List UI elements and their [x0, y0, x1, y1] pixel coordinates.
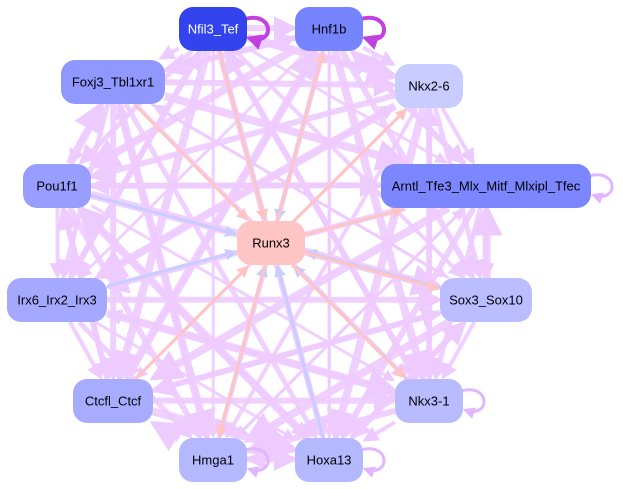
edge-sox3-sox10-to-nkx3-1: [441, 321, 477, 380]
edge-runx3-to-nkx3-1: [291, 263, 406, 379]
node-label: Nfil3_Tef: [188, 22, 239, 37]
edge-nkx2-6-to-pou1f1: [88, 92, 396, 184]
node-label: Ctcfl_Ctcf: [85, 394, 142, 409]
node-label: Sox3_Sox10: [449, 293, 523, 308]
self-loop-arntl-tfe3-mlx-mitf-mlxipl-tfec: [588, 173, 614, 204]
edge-foxj3-tbl1xr1-to-nkx2-6: [164, 72, 398, 97]
node-box: [395, 64, 463, 108]
edge-nkx3-1-to-nfil3-tef: [224, 48, 419, 381]
edge-nkx2-6-to-arntl-tfe3-mlx-mitf-mlxipl-tfec: [440, 107, 475, 165]
node-label: Hmga1: [192, 453, 234, 468]
node-box: [179, 7, 247, 51]
edge-hnf1b-to-nkx2-6: [362, 45, 396, 66]
node-nkx3-1[interactable]: Nkx3-1: [395, 379, 463, 423]
edge-nkx3-1-to-hoxa13: [362, 420, 397, 442]
edge-irx6-irx2-irx3-to-ctcfl-ctcf: [68, 321, 103, 380]
edge-nfil3-tef-to-runx3: [217, 50, 268, 222]
node-irx6-irx2-irx3[interactable]: Irx6_Irx2_Irx3: [7, 278, 107, 322]
node-pou1f1[interactable]: Pou1f1: [23, 164, 91, 208]
edge-nfil3-tef-to-sox3-sox10: [234, 49, 465, 279]
node-box: [440, 278, 532, 322]
edge-runx3-to-hmga1: [215, 264, 267, 439]
node-label: Hnf1b: [312, 22, 347, 37]
edge-sox3-sox10-to-foxj3-tbl1xr1: [152, 104, 450, 280]
edge-nkx3-1-to-irx6-irx2-irx3: [105, 309, 396, 394]
node-box: [295, 438, 363, 482]
self-loop-hmga1: [244, 447, 270, 478]
node-label: Nkx3-1: [408, 394, 449, 409]
node-label: Nkx2-6: [408, 79, 449, 94]
node-sox3-sox10[interactable]: Sox3_Sox10: [440, 278, 532, 322]
node-hoxa13[interactable]: Hoxa13: [295, 438, 363, 482]
node-label: Pou1f1: [36, 179, 77, 194]
edge-irx6-irx2-irx3-to-nkx2-6: [94, 105, 396, 280]
self-loop-hnf1b: [360, 15, 386, 50]
node-label: Runx3: [252, 236, 290, 251]
node-arntl-tfe3-mlx-mitf-mlxipl-tfec[interactable]: Arntl_Tfe3_Mlx_Mitf_Mlxipl_Tfec: [381, 164, 591, 208]
self-loop-hoxa13: [360, 447, 386, 478]
node-box: [73, 379, 153, 423]
node-box: [381, 164, 591, 208]
edge-pou1f1-to-runx3: [90, 193, 238, 238]
edge-hmga1-to-ctcfl-ctcf: [149, 420, 186, 452]
self-loop-nkx3-1: [460, 388, 486, 419]
edge-hoxa13-to-pou1f1: [76, 205, 311, 441]
edge-pou1f1-to-nkx3-1: [90, 204, 396, 382]
node-box: [61, 60, 165, 104]
edge-foxj3-tbl1xr1-to-runx3: [133, 102, 249, 221]
node-box: [23, 164, 91, 208]
self-loop-nfil3-tef: [244, 15, 270, 50]
node-hnf1b[interactable]: Hnf1b: [295, 7, 363, 51]
edges-runx3-layer: [90, 50, 441, 439]
edge-irx6-irx2-irx3-to-runx3: [106, 248, 238, 288]
node-box: [295, 7, 363, 51]
edge-nfil3-tef-to-foxj3-tbl1xr1: [158, 44, 180, 60]
node-box: [7, 278, 107, 322]
edge-runx3-to-sox3-sox10: [304, 251, 441, 292]
edge-pou1f1-to-foxj3-tbl1xr1: [66, 100, 105, 166]
edge-ctcfl-ctcf-to-sox3-sox10: [152, 307, 442, 393]
edge-nkx2-6-to-hmga1: [225, 106, 419, 439]
node-foxj3-tbl1xr1[interactable]: Foxj3_Tbl1xr1: [61, 60, 165, 104]
node-ctcfl-ctcf[interactable]: Ctcfl_Ctcf: [73, 379, 153, 423]
node-label: Hoxa13: [307, 453, 352, 468]
edge-ctcfl-ctcf-to-hnf1b: [122, 47, 319, 382]
node-runx3[interactable]: Runx3: [237, 221, 305, 265]
node-hmga1[interactable]: Hmga1: [179, 438, 247, 482]
node-label: Irx6_Irx2_Irx3: [17, 293, 96, 308]
node-box: [179, 438, 247, 482]
edge-runx3-to-arntl-tfe3-mlx-mitf-mlxipl-tfec: [304, 206, 404, 237]
node-nkx2-6[interactable]: Nkx2-6: [395, 64, 463, 108]
edge-runx3-to-nkx2-6: [292, 108, 408, 223]
node-box: [395, 379, 463, 423]
node-box: [237, 221, 305, 265]
edge-arntl-tfe3-mlx-mitf-mlxipl-tfec-to-ctcfl-ctcf: [149, 204, 451, 381]
edge-runx3-to-hnf1b: [275, 50, 327, 222]
edge-arntl-tfe3-mlx-mitf-mlxipl-tfec-to-hnf1b: [350, 49, 467, 167]
self-loops-layer: [244, 15, 614, 478]
node-nfil3-tef[interactable]: Nfil3_Tef: [179, 7, 247, 51]
edge-hoxa13-to-runx3: [274, 264, 325, 439]
node-label: Arntl_Tfe3_Mlx_Mitf_Mlxipl_Tfec: [392, 179, 581, 194]
edge-ctcfl-ctcf-to-runx3: [134, 265, 250, 381]
node-label: Foxj3_Tbl1xr1: [72, 75, 154, 90]
